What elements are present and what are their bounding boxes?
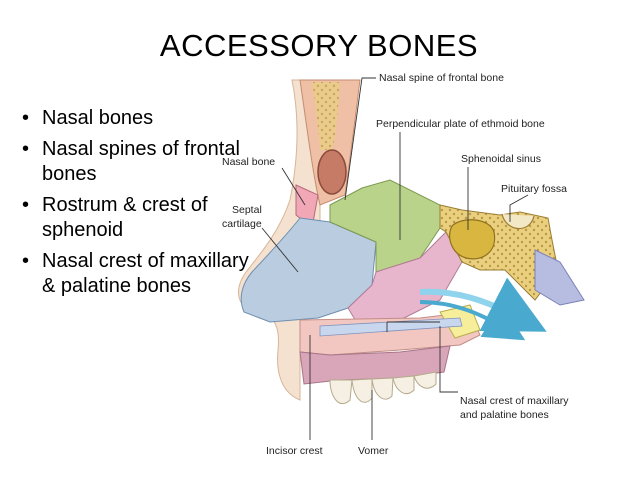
frontal-spongy bbox=[312, 82, 340, 150]
bullet-text: Rostrum & crest of sphenoid bbox=[42, 194, 208, 241]
clivus-shape bbox=[534, 249, 585, 306]
airflow-arrow-2 bbox=[419, 300, 526, 341]
label-vomer: Vomer bbox=[358, 445, 389, 457]
leader-lines bbox=[261, 77, 529, 440]
bullet-text: Nasal bones bbox=[42, 107, 154, 129]
upper-lip bbox=[299, 345, 451, 385]
label-pituitary-fossa: Pituitary fossa bbox=[501, 183, 567, 195]
label-nasal-crest-line1: Nasal crest of maxillary bbox=[460, 395, 569, 407]
slide-title: ACCESSORY BONES bbox=[159, 28, 479, 63]
label-incisor-crest: Incisor crest bbox=[266, 445, 323, 457]
bullet-list: • Nasal bones • Nasal spines of frontal bo… bbox=[22, 106, 252, 305]
bullet-text: Nasal crest of maxillary & palatine bone… bbox=[42, 250, 249, 297]
label-perpendicular-plate: Perpendicular plate of ethmoid bone bbox=[376, 118, 545, 130]
teeth bbox=[329, 371, 437, 405]
label-sphenoidal-sinus: Sphenoidal sinus bbox=[461, 153, 541, 165]
bullet-text: Nasal spines of frontal bones bbox=[42, 138, 240, 185]
label-septal-line2: cartilage bbox=[222, 218, 262, 230]
bullet-item: • Nasal crest of maxillary & palatine bon… bbox=[22, 249, 252, 299]
label-nasal-spine-frontal: Nasal spine of frontal bone bbox=[379, 72, 504, 84]
septal-cartilage-shape bbox=[240, 217, 377, 323]
ethmoid-plate-shape bbox=[329, 179, 441, 273]
bullet-icon: • bbox=[22, 107, 30, 129]
bullet-item: • Nasal spines of frontal bones bbox=[22, 137, 252, 187]
label-nasal-bone: Nasal bone bbox=[222, 156, 275, 168]
bullet-item: • Nasal bones bbox=[22, 106, 252, 131]
bullet-icon: • bbox=[22, 194, 30, 216]
bullet-icon: • bbox=[22, 250, 30, 272]
label-septal-line1: Septal bbox=[232, 204, 262, 216]
nasal-crest-strip bbox=[319, 317, 463, 337]
vomer-shape bbox=[347, 231, 463, 329]
label-nasal-crest-line2: and palatine bones bbox=[460, 409, 549, 421]
bullet-icon: • bbox=[22, 138, 30, 160]
sphenoidal-sinus-shape bbox=[449, 219, 496, 260]
bullet-item: • Rostrum & crest of sphenoid bbox=[22, 193, 252, 243]
frontal-sinus bbox=[317, 149, 347, 195]
